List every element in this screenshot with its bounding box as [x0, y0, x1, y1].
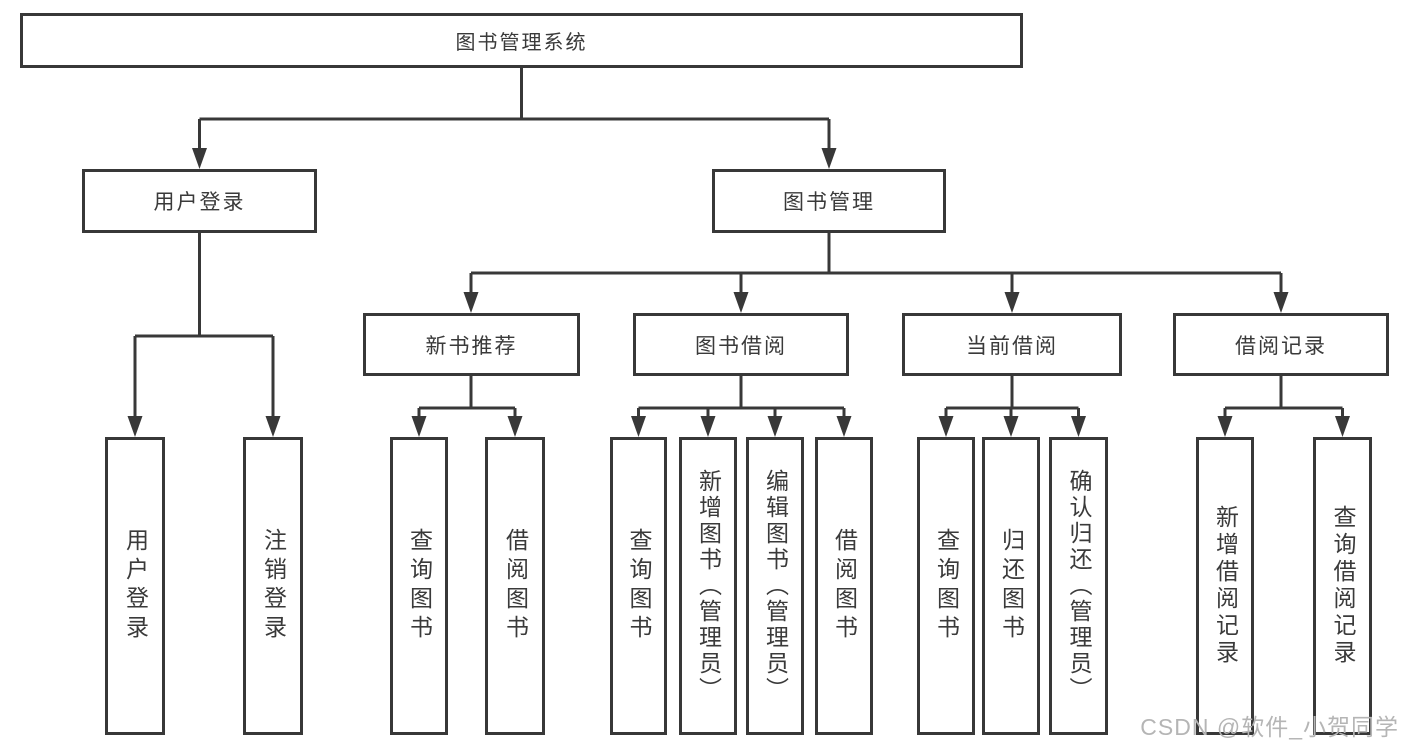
leaf-borrow-books: 借阅图书: [815, 437, 873, 735]
node-book-borrowing: 图书借阅: [633, 313, 849, 376]
node-book-management-label: 图书管理: [783, 191, 875, 214]
csdn-watermark: CSDN @软件_小贺同学: [1140, 714, 1399, 740]
leaf-query-borrow-record-label: 查询借阅记录: [1330, 505, 1356, 667]
leaf-rec-query-books-label: 查询图书: [406, 528, 433, 644]
leaf-confirm-return-admin-label: 确认归还（管理员）: [1066, 469, 1092, 703]
leaf-edit-books-admin: 编辑图书（管理员）: [746, 437, 804, 735]
leaf-return-books-label: 归还图书: [998, 528, 1025, 644]
leaf-rec-borrow-books-label: 借阅图书: [502, 528, 529, 644]
leaf-confirm-return-admin: 确认归还（管理员）: [1049, 437, 1108, 735]
leaf-return-books: 归还图书: [982, 437, 1040, 735]
leaf-borrow-books-label: 借阅图书: [831, 528, 858, 644]
node-user-login-label: 用户登录: [153, 191, 246, 214]
leaf-logout: 注销登录: [243, 437, 303, 735]
leaf-current-query-books-label: 查询图书: [933, 528, 960, 644]
node-root-system: 图书管理系统: [20, 13, 1023, 68]
node-new-book-recommendation-label: 新书推荐: [425, 334, 518, 358]
node-book-management: 图书管理: [712, 169, 946, 233]
leaf-current-query-books: 查询图书: [917, 437, 975, 735]
leaf-edit-books-admin-label: 编辑图书（管理员）: [762, 469, 789, 703]
leaf-user-login: 用户登录: [105, 437, 165, 735]
leaf-borrow-query-books: 查询图书: [610, 437, 667, 735]
node-borrowing-records: 借阅记录: [1173, 313, 1389, 376]
node-current-borrowing: 当前借阅: [902, 313, 1122, 376]
leaf-add-books-admin: 新增图书（管理员）: [679, 437, 737, 735]
leaf-query-borrow-record: 查询借阅记录: [1313, 437, 1372, 735]
node-book-borrowing-label: 图书借阅: [695, 334, 787, 358]
node-new-book-recommendation: 新书推荐: [363, 313, 580, 376]
node-user-login: 用户登录: [82, 169, 317, 233]
leaf-rec-query-books: 查询图书: [390, 437, 448, 735]
leaf-user-login-label: 用户登录: [122, 528, 149, 644]
node-current-borrowing-label: 当前借阅: [966, 334, 1058, 358]
node-root-label: 图书管理系统: [455, 32, 588, 54]
leaf-borrow-query-books-label: 查询图书: [626, 528, 652, 644]
leaf-rec-borrow-books: 借阅图书: [485, 437, 545, 735]
leaf-add-borrow-record: 新增借阅记录: [1196, 437, 1254, 735]
leaf-add-books-admin-label: 新增图书（管理员）: [695, 469, 722, 703]
node-borrowing-records-label: 借阅记录: [1235, 334, 1327, 358]
leaf-add-borrow-record-label: 新增借阅记录: [1212, 505, 1239, 667]
leaf-logout-label: 注销登录: [260, 528, 287, 644]
